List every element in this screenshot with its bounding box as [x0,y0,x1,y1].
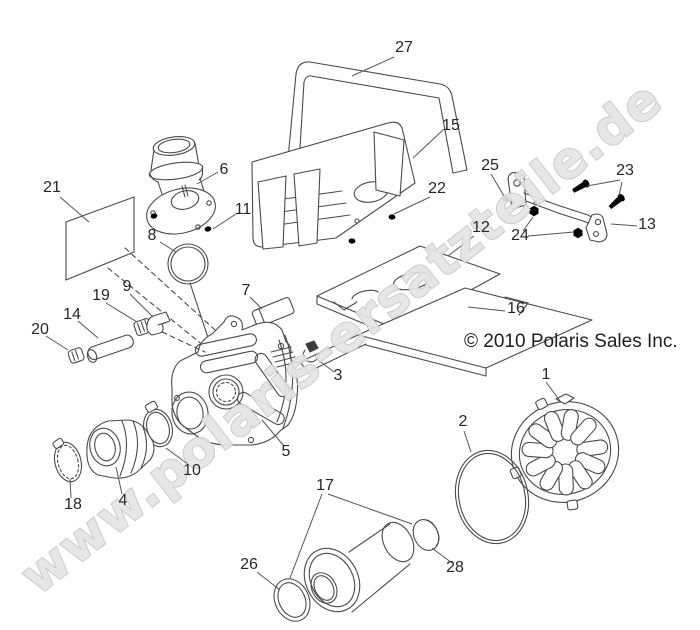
part-6-snorkel [146,136,216,235]
part-2-oring [454,449,530,545]
part-18-clamp [52,437,83,483]
callout-1: 1 [542,366,551,383]
part-17-filter [303,521,415,613]
callout-8: 8 [148,227,157,244]
part-28-seal [412,519,440,551]
part-15-cover [251,121,416,250]
callout-21: 21 [43,179,61,196]
part-9-elbow [146,311,171,336]
callout-5: 5 [282,443,291,460]
callout-25: 25 [481,157,499,174]
callout-12: 12 [472,219,490,236]
callout-22: 22 [428,180,446,197]
callout-16: 16 [507,300,525,317]
callout-11: 11 [235,201,252,218]
callout-18: 18 [64,496,82,513]
part-1-cover [509,393,620,511]
part-14-hose [86,334,134,363]
callout-3: 3 [334,367,343,384]
part-20-clamp [67,347,85,364]
callout-27: 27 [395,39,413,56]
part-27-handle [285,61,468,182]
callout-2: 2 [459,413,468,430]
callout-26: 26 [240,556,258,573]
callout-14: 14 [63,306,81,323]
callout-17: 17 [316,477,334,494]
part-26-seal [273,578,311,622]
part-13-bracket [507,172,608,243]
part-7-block [251,297,295,328]
part-3-fitting [270,340,321,368]
callout-10: 10 [183,462,201,479]
callout-28: 28 [446,559,464,576]
callout-19: 19 [92,287,110,304]
part-4-boot [86,419,155,479]
callout-23: 23 [616,162,634,179]
callout-9: 9 [123,278,132,295]
callout-24: 24 [511,227,529,244]
callout-20: 20 [31,321,49,338]
callout-7: 7 [242,282,251,299]
copyright-text: © 2010 Polaris Sales Inc. [464,331,678,352]
callout-6: 6 [220,161,229,178]
callout-4: 4 [119,492,128,509]
part-5-airbox [161,315,299,446]
part-16-foam [299,287,593,377]
leader-lines [45,56,638,591]
callout-13: 13 [638,216,656,233]
callout-15: 15 [442,117,460,134]
